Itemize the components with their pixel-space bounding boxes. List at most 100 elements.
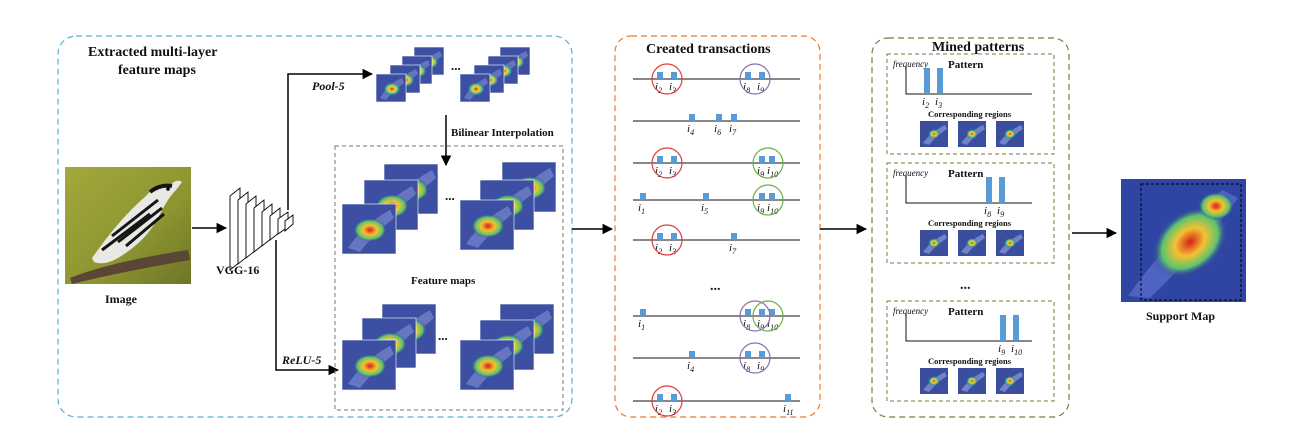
item-label: i4 bbox=[687, 123, 694, 137]
item-bar bbox=[657, 72, 663, 79]
pattern-circle-green bbox=[752, 184, 784, 216]
item-label: i2 bbox=[655, 81, 662, 95]
item-label: i9 bbox=[757, 360, 764, 374]
item-bar bbox=[716, 114, 722, 121]
item-label: i5 bbox=[701, 202, 708, 216]
pattern-circle-red bbox=[651, 385, 683, 417]
item-label: i3 bbox=[669, 403, 676, 417]
patterns-vellipsis: ... bbox=[960, 278, 971, 293]
pattern-title: Pattern bbox=[948, 59, 983, 71]
transactions-panel bbox=[614, 35, 821, 418]
item-bar bbox=[671, 233, 677, 240]
region-thumbnail bbox=[996, 121, 1024, 147]
region-thumbnail bbox=[920, 230, 948, 256]
pattern-bar bbox=[1000, 315, 1006, 341]
item-label: i7 bbox=[729, 123, 737, 137]
item-label: i9 bbox=[997, 205, 1004, 219]
image-label: Image bbox=[105, 292, 138, 306]
pattern-circle-purple bbox=[739, 300, 771, 332]
item-bar bbox=[731, 233, 737, 240]
pattern-axes bbox=[905, 66, 1032, 95]
corresponding-regions-label: Corresponding regions bbox=[928, 109, 1012, 119]
pattern-circle-purple bbox=[739, 63, 771, 95]
relu5-maps-group-1 bbox=[341, 303, 437, 391]
pool5-label: Pool-5 bbox=[312, 79, 345, 93]
item-label: i8 bbox=[743, 318, 750, 332]
pattern-card-border bbox=[886, 300, 1055, 402]
item-label: i3 bbox=[669, 81, 676, 95]
corresponding-regions-label: Corresponding regions bbox=[928, 356, 1012, 366]
relu5-maps-group-2 bbox=[459, 303, 555, 391]
item-label: i2 bbox=[922, 96, 929, 110]
support-map-label: Support Map bbox=[1146, 309, 1215, 323]
item-bar bbox=[640, 193, 646, 200]
corresponding-regions-label: Corresponding regions bbox=[928, 218, 1012, 228]
frequency-axis-label: frequency bbox=[893, 168, 928, 178]
item-label: i9 bbox=[757, 81, 764, 95]
transaction-row: i2 i3 i8 i9 bbox=[633, 63, 800, 95]
vgg-label: VGG-16 bbox=[216, 263, 259, 277]
feature-maps-box bbox=[334, 145, 564, 411]
item-bar bbox=[657, 394, 663, 401]
arrow-pool5 bbox=[287, 68, 374, 210]
item-label: i3 bbox=[669, 165, 676, 179]
pattern-bar bbox=[986, 177, 992, 203]
pattern-card-border bbox=[886, 162, 1055, 264]
item-label: i10 bbox=[767, 318, 778, 332]
support-map-image bbox=[1121, 179, 1246, 302]
input-bird-image bbox=[65, 167, 191, 284]
item-bar bbox=[759, 309, 765, 316]
item-bar bbox=[703, 193, 709, 200]
item-label: i9 bbox=[757, 202, 764, 216]
pattern-circle-red bbox=[651, 63, 683, 95]
item-bar bbox=[785, 394, 791, 401]
item-bar bbox=[657, 156, 663, 163]
pattern-bar bbox=[937, 68, 943, 94]
item-bar bbox=[731, 114, 737, 121]
pool5-ellipsis: ... bbox=[451, 58, 461, 73]
item-bar bbox=[657, 233, 663, 240]
pool5-feature-maps-group-1 bbox=[375, 46, 445, 103]
item-label: i8 bbox=[984, 205, 991, 219]
region-thumbnail bbox=[996, 368, 1024, 394]
item-label: i2 bbox=[655, 165, 662, 179]
region-thumbnail bbox=[996, 230, 1024, 256]
item-label: i11 bbox=[783, 403, 793, 417]
item-label: i10 bbox=[1011, 343, 1022, 357]
item-bar bbox=[671, 394, 677, 401]
pattern-circle-green bbox=[752, 300, 784, 332]
arrow-relu5 bbox=[275, 240, 340, 376]
item-label: i1 bbox=[638, 318, 645, 332]
pattern-card-border bbox=[886, 53, 1055, 155]
pattern-title: Pattern bbox=[948, 168, 983, 180]
region-thumbnail bbox=[958, 121, 986, 147]
frequency-axis-label: frequency bbox=[893, 59, 928, 69]
item-bar bbox=[745, 351, 751, 358]
item-label: i9 bbox=[757, 165, 764, 179]
upsampled-maps-group-1 bbox=[341, 163, 439, 255]
bilinear-label: Bilinear Interpolation bbox=[451, 127, 554, 139]
item-bar bbox=[769, 309, 775, 316]
transactions-title: Created transactions bbox=[646, 42, 771, 57]
relu5-ellipsis: ... bbox=[438, 328, 448, 343]
pattern-axes bbox=[905, 313, 1032, 342]
pattern-bar bbox=[924, 68, 930, 94]
item-bar bbox=[769, 193, 775, 200]
pattern-circle-green bbox=[752, 147, 784, 179]
region-thumbnail bbox=[958, 230, 986, 256]
pattern-circle-purple bbox=[739, 342, 771, 374]
item-label: i8 bbox=[743, 81, 750, 95]
item-bar bbox=[640, 309, 646, 316]
transactions-vellipsis: ... bbox=[710, 279, 721, 294]
frequency-axis-label: frequency bbox=[893, 306, 928, 316]
item-label: i2 bbox=[655, 403, 662, 417]
patterns-title: Mined patterns bbox=[932, 40, 1025, 55]
item-label: i7 bbox=[729, 242, 737, 256]
